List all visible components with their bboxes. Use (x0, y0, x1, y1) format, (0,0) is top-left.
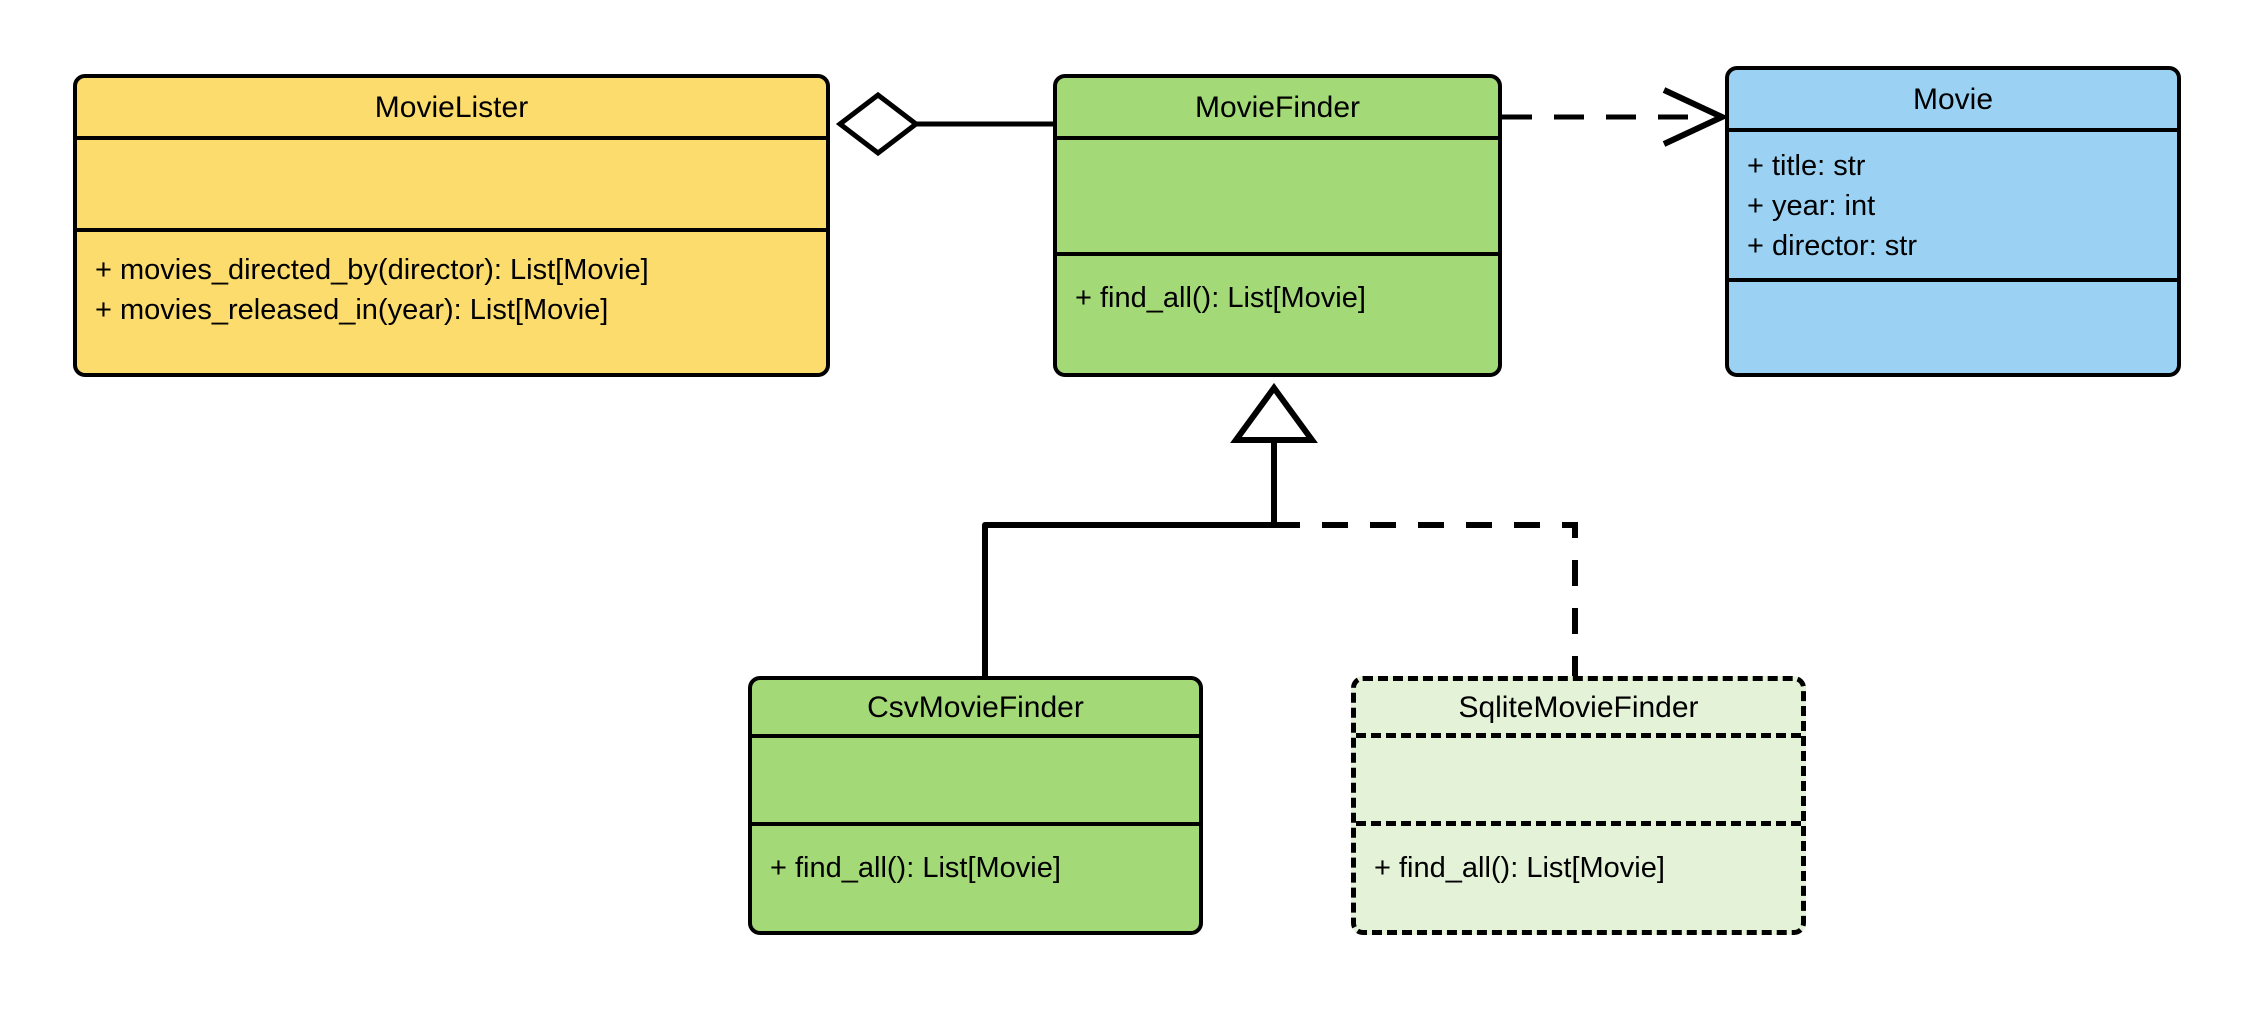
class-box-sqlite-movie-finder[interactable]: SqliteMovieFinder + find_all(): List[Mov… (1351, 676, 1806, 935)
class-attribute: + year: int (1747, 190, 1876, 223)
generalization-csv-finder-edge (982, 522, 1274, 676)
class-attributes-compartment (1057, 140, 1498, 256)
class-title-compartment: MovieFinder (1057, 78, 1498, 140)
class-method: + find_all(): List[Movie] (770, 852, 1061, 884)
class-title-compartment: CsvMovieFinder (752, 680, 1199, 738)
aggregation-lister-finder-edge (835, 91, 1053, 157)
class-name-movie-lister: MovieLister (374, 90, 529, 124)
class-methods-compartment: + find_all(): List[Movie] (1356, 826, 1801, 930)
class-box-movie[interactable]: Movie + title: str + year: int + directo… (1725, 66, 2181, 377)
dependency-finder-movie-edge (1502, 87, 1730, 147)
open-arrow-marker (1662, 87, 1730, 147)
hollow-diamond-marker (835, 91, 921, 157)
class-attributes-compartment (77, 140, 826, 232)
class-name-movie: Movie (1912, 82, 1994, 116)
class-box-csv-movie-finder[interactable]: CsvMovieFinder + find_all(): List[Movie] (748, 676, 1203, 935)
class-methods-compartment (1729, 282, 2177, 373)
class-box-movie-finder[interactable]: MovieFinder + find_all(): List[Movie] (1053, 74, 1502, 377)
class-methods-compartment: + find_all(): List[Movie] (752, 826, 1199, 931)
class-name-csv-movie-finder: CsvMovieFinder (867, 690, 1084, 724)
class-attributes-compartment: + title: str + year: int + director: str (1729, 132, 2177, 282)
class-attribute: + title: str (1747, 150, 1866, 182)
class-method: + movies_directed_by(director): List[Mov… (95, 254, 649, 286)
class-method: + find_all(): List[Movie] (1374, 852, 1665, 884)
hollow-triangle-marker (1230, 382, 1318, 443)
generalization-sqlite-line (1274, 522, 1578, 676)
class-title-compartment: Movie (1729, 70, 2177, 132)
class-method: + movies_released_in(year): List[Movie] (95, 294, 609, 327)
class-title-compartment: MovieLister (77, 78, 826, 140)
class-name-sqlite-movie-finder: SqliteMovieFinder (1458, 690, 1699, 724)
class-box-movie-lister[interactable]: MovieLister + movies_directed_by(directo… (73, 74, 830, 377)
class-methods-compartment: + find_all(): List[Movie] (1057, 256, 1498, 373)
class-method: + find_all(): List[Movie] (1075, 282, 1366, 314)
generalization-sqlite-finder-edge (1274, 522, 1578, 676)
generalization-shared-stem (1230, 382, 1318, 525)
class-title-compartment: SqliteMovieFinder (1356, 681, 1801, 738)
class-attributes-compartment (1356, 738, 1801, 826)
class-attributes-compartment (752, 738, 1199, 826)
class-methods-compartment: + movies_directed_by(director): List[Mov… (77, 232, 826, 373)
class-attribute: + director: str (1747, 230, 1918, 263)
class-name-movie-finder: MovieFinder (1194, 90, 1361, 124)
generalization-csv-line (982, 522, 1274, 676)
